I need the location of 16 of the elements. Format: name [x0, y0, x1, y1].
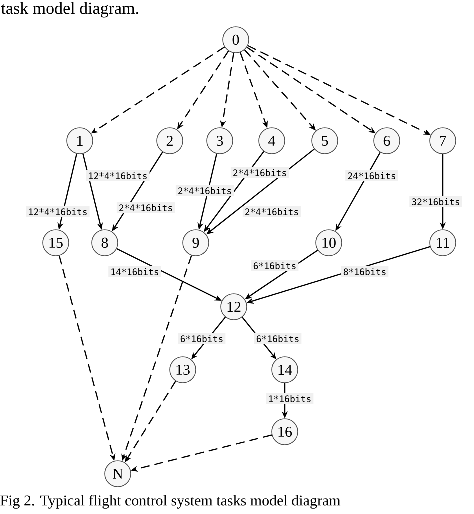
edge-label: 14*16bits [108, 266, 162, 278]
edge-label: 32*16bits [410, 196, 462, 208]
edge-label: 8*16bits [341, 266, 389, 278]
text-fragment: task model diagram. [1, 2, 138, 18]
edge-label: 2*4*16bits [176, 186, 234, 196]
edge-label: 2*4*16bits [230, 168, 290, 178]
edge-label: 6*16bits [254, 334, 302, 344]
edge-label: 12*4*16bits [26, 206, 90, 218]
edge-label: 12*4*16bits [86, 170, 150, 182]
edge-label: 6*16bits [251, 260, 299, 272]
edge-label: 6*16bits [178, 334, 226, 344]
caption: Fig 2. Typical flight control system tasks model diagram [0, 495, 341, 509]
edge-label: 1*16bits [266, 394, 314, 404]
edge-label: 2*4*16bits [242, 206, 302, 218]
edge-label: 24*16bits [346, 170, 398, 182]
edge-label: 2*4*16bits [116, 202, 176, 214]
